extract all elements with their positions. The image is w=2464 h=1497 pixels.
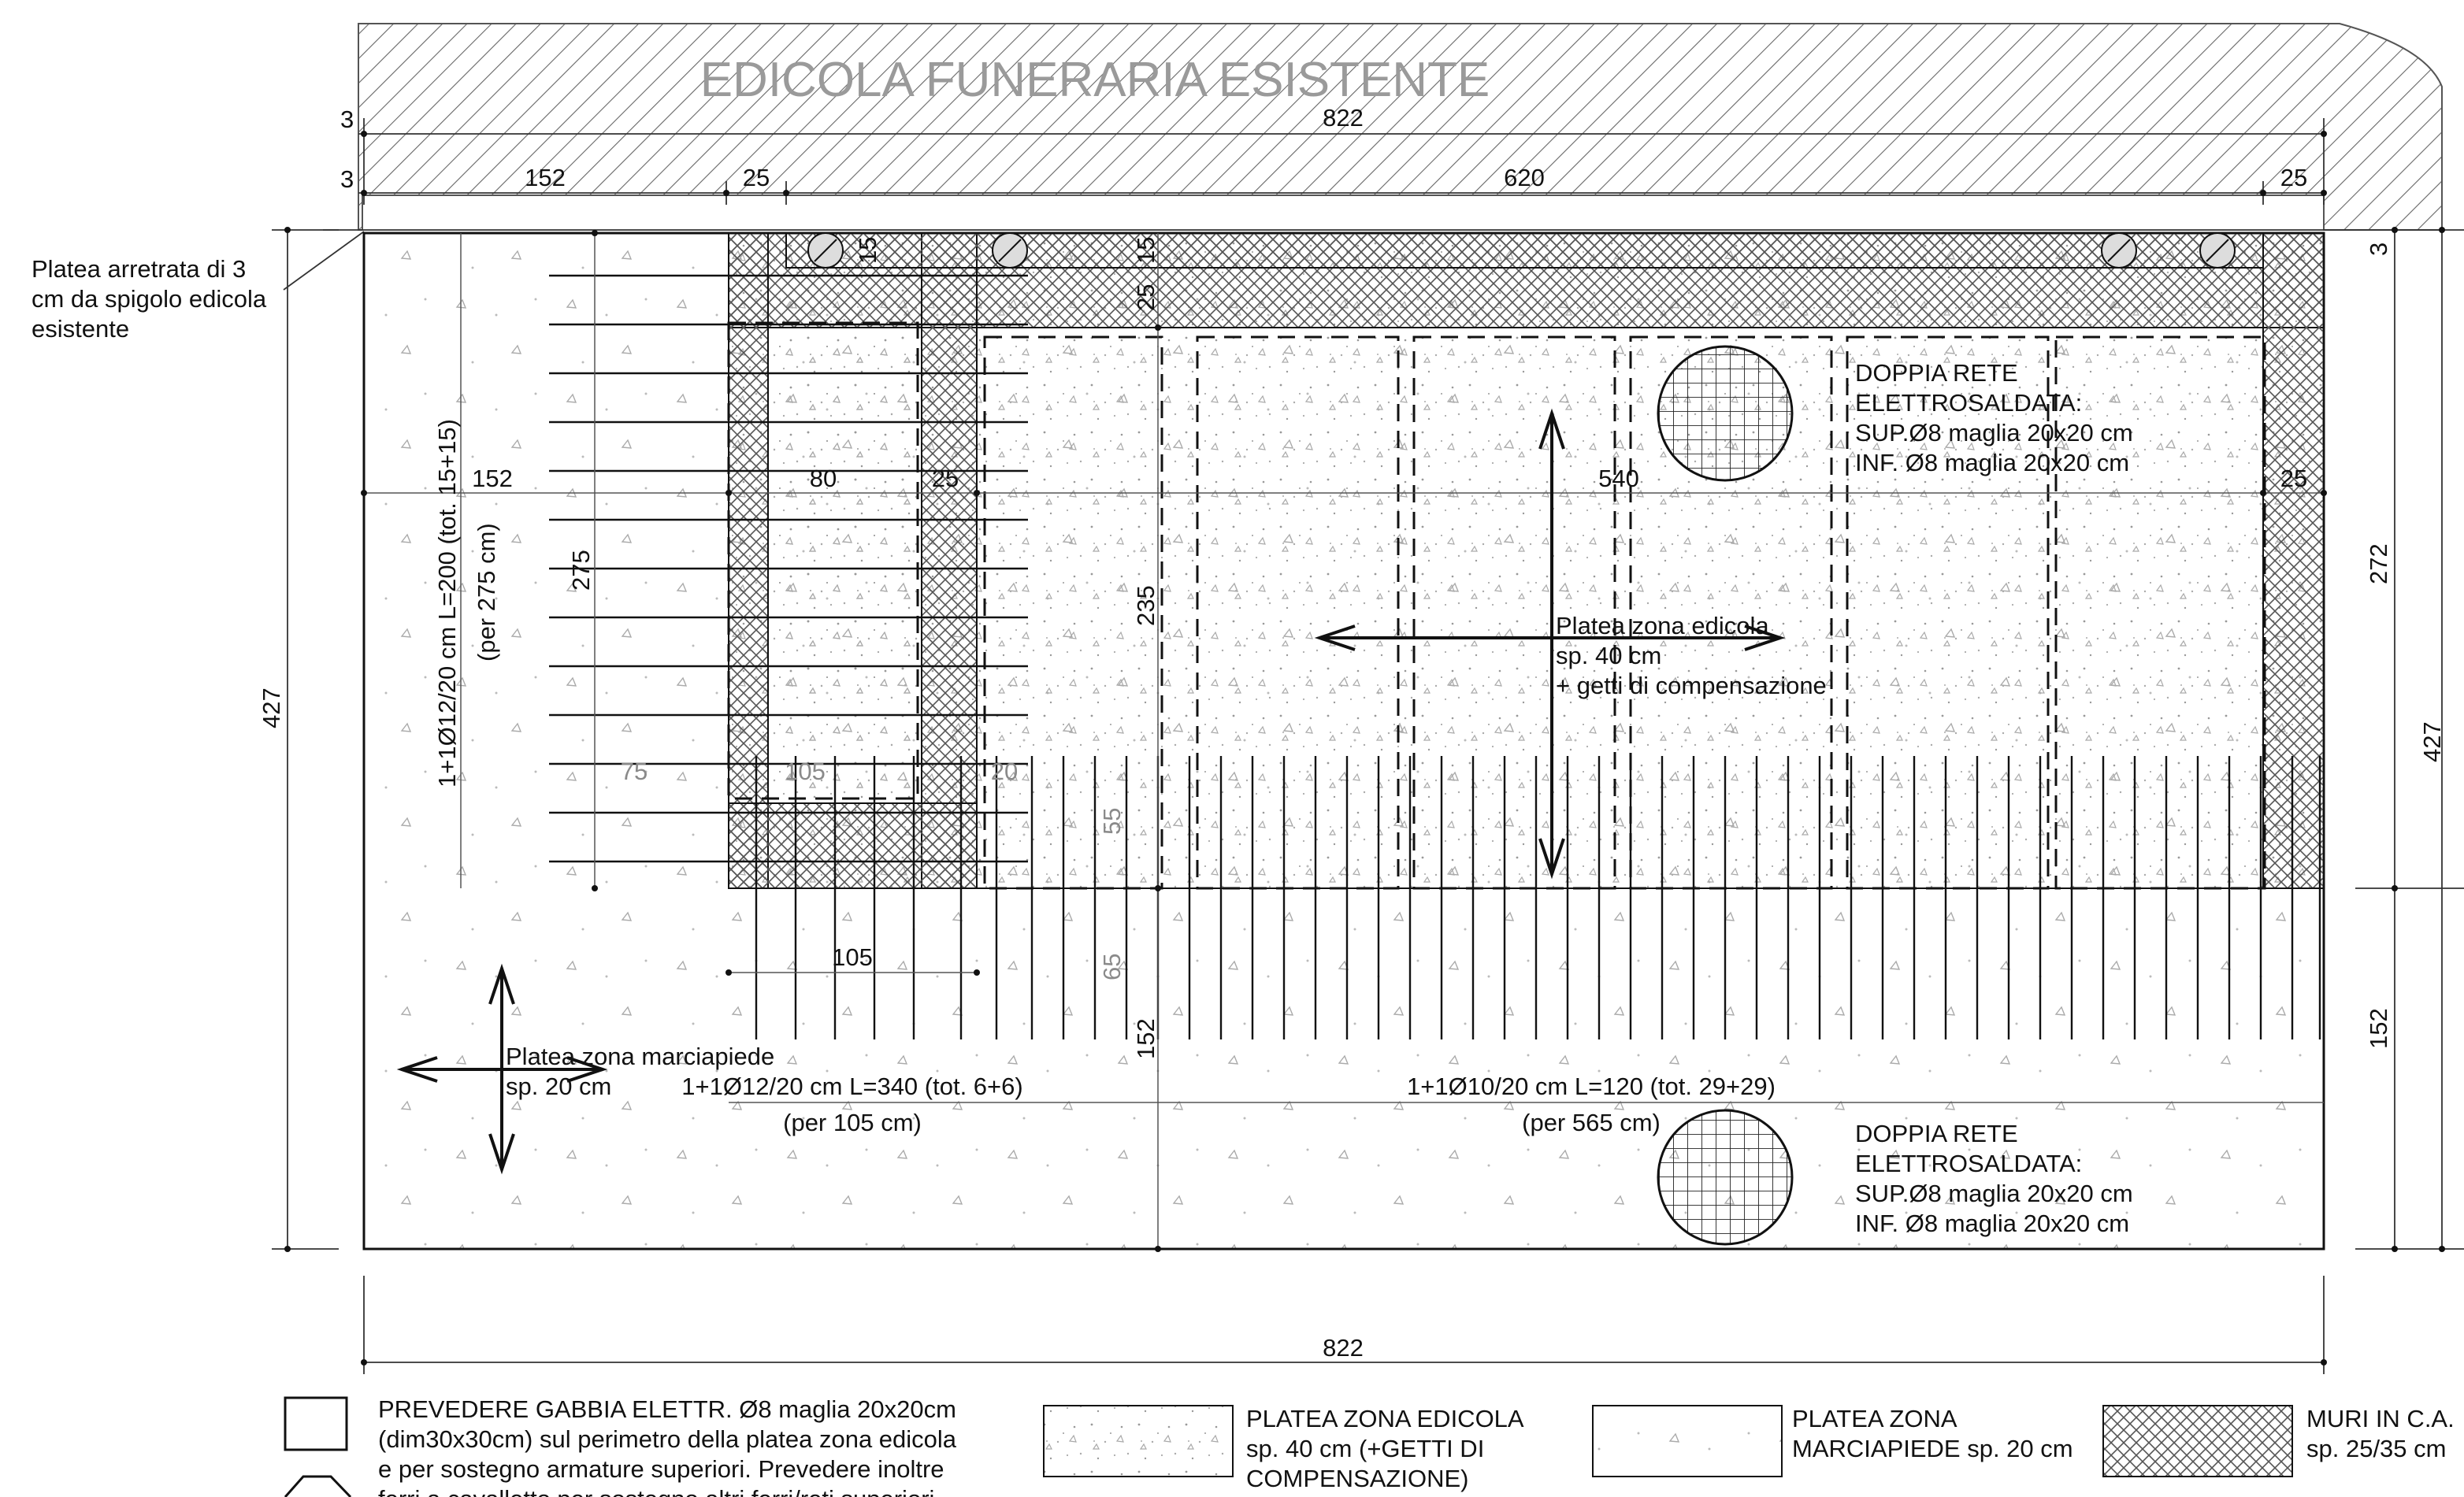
legend-edicola-swatch [1043, 1405, 1234, 1477]
drawing-title: EDICOLA FUNERARIA ESISTENTE [700, 53, 1490, 107]
legend-muri-swatch [2102, 1405, 2293, 1477]
cable-strip [785, 232, 2264, 269]
cage-dashed-outlines [727, 321, 2266, 890]
dim-h-105-grey: 105 [785, 758, 826, 785]
top-dimension-lines [323, 118, 2464, 231]
outer-dimension-lines [272, 229, 2464, 1374]
dim-mid-left-152: 152 [472, 465, 513, 492]
edicola-left-cell [767, 327, 922, 804]
rebar-vertical-label-1: 1+1Ø12/20 cm L=200 (tot. 15+15) [433, 419, 461, 787]
dim-v-15-b: 15 [1132, 237, 1160, 264]
rebars-vertical [755, 756, 2321, 1039]
platea-marciapiede-note: Platea zona marciapiede sp. 20 cm [506, 1043, 781, 1100]
interior-dimension-lines [364, 233, 2324, 1249]
legend-edicola-label: PLATEA ZONA EDICOLA sp. 40 cm (+GETTI DI… [1246, 1405, 1530, 1492]
dim-right-272: 272 [2365, 543, 2392, 584]
dim-mid-25-right: 25 [2280, 465, 2307, 492]
platea-edicola-area [728, 232, 2325, 889]
existing-building-hatch [358, 23, 2443, 231]
mesh-bottom-note: DOPPIA RETE ELETTROSALDATA: SUP.Ø8 magli… [1855, 1120, 2139, 1237]
dim-h-20: 20 [991, 758, 1018, 785]
dim-v-275: 275 [567, 550, 595, 591]
legend-marciapiede-swatch [1592, 1405, 1783, 1477]
dim-right-427: 427 [2418, 721, 2446, 762]
platea-edicola-note: Platea zona edicola sp. 40 cm + getti di… [1556, 612, 1827, 699]
dim-mid-80: 80 [810, 465, 837, 492]
mesh-symbol-top [1657, 345, 1794, 482]
dim-top-total: 822 [1323, 104, 1364, 132]
legend-marciapiede-label: PLATEA ZONA MARCIAPIEDE sp. 20 cm [1792, 1405, 2073, 1462]
anchor-bolts [807, 232, 2236, 269]
dim-h-105: 105 [832, 943, 873, 971]
dim-mid-540: 540 [1598, 465, 1639, 492]
dim-top-620: 620 [1504, 164, 1545, 191]
dim-left-427: 427 [258, 687, 285, 728]
setback-leader [283, 231, 365, 291]
dim-top-25-left: 25 [743, 164, 770, 191]
dim-top-small-2: 3 [340, 165, 354, 193]
dim-v-55: 55 [1098, 808, 1126, 835]
mesh-symbol-bottom [1657, 1109, 1794, 1246]
setback-note: Platea arretrata di 3 cm da spigolo edic… [32, 255, 273, 343]
dim-top-25-right: 25 [2280, 164, 2307, 191]
dim-v-15-a: 15 [854, 237, 881, 264]
legend-cage-note: PREVEDERE GABBIA ELETTR. Ø8 maglia 20x20… [378, 1395, 963, 1497]
rebar-bottom-right-label-2: (per 565 cm) [1522, 1109, 1661, 1136]
section-arrows-edicola [1314, 408, 1786, 880]
rebars-horizontal [549, 274, 1028, 863]
dim-top-left: 152 [525, 164, 566, 191]
rebar-bottom-right-label-1: 1+1Ø10/20 cm L=120 (tot. 29+29) [1407, 1073, 1776, 1100]
rebar-bottom-left-label-1: 1+1Ø12/20 cm L=340 (tot. 6+6) [681, 1073, 1022, 1100]
legend-cage-symbol [284, 1396, 348, 1451]
rebar-vertical-label-2: (per 275 cm) [473, 523, 500, 661]
dim-v-25: 25 [1132, 284, 1160, 311]
mesh-top-note: DOPPIA RETE ELETTROSALDATA: SUP.Ø8 magli… [1855, 359, 2139, 476]
rebar-bottom-left-label-2: (per 105 cm) [783, 1109, 922, 1136]
dim-mid-25-left: 25 [932, 465, 959, 492]
dim-right-152: 152 [2365, 1008, 2392, 1049]
dim-right-3: 3 [2365, 243, 2392, 256]
dim-v-65: 65 [1098, 954, 1126, 980]
dim-bottom-822: 822 [1323, 1334, 1364, 1362]
dim-h-75: 75 [621, 758, 648, 785]
dim-v-152-mid: 152 [1132, 1018, 1160, 1059]
dim-top-small-1: 3 [340, 106, 354, 133]
legend-cavalletto-symbol [284, 1475, 352, 1497]
section-arrows-marciapiede [396, 963, 608, 1175]
legend: PREVEDERE GABBIA ELETTR. Ø8 maglia 20x20… [284, 1395, 2461, 1497]
legend-muri-label: MURI IN C.A. sp. 25/35 cm [2306, 1405, 2461, 1462]
dim-v-235: 235 [1132, 585, 1160, 626]
